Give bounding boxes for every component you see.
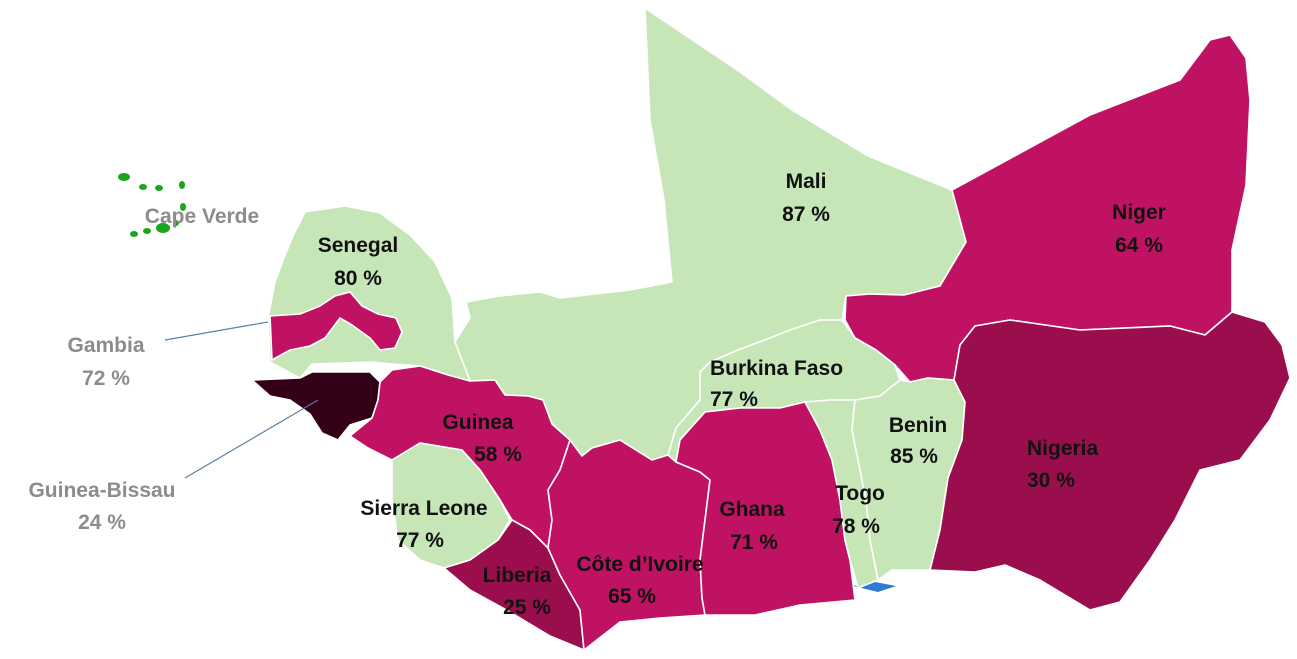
niger-value-label: 64 %	[1115, 234, 1163, 257]
ghana-value-label: 71 %	[730, 531, 778, 554]
guinea-bissau-leader-line	[184, 399, 319, 479]
sierra-leone-name-label: Sierra Leone	[360, 497, 487, 520]
guinea-name-label: Guinea	[442, 411, 514, 434]
benin-name-label: Benin	[889, 414, 947, 437]
island	[179, 181, 185, 189]
cape-verde-name-label: Cape Verde	[145, 205, 259, 228]
island	[156, 223, 170, 233]
sierra-leone-value-label: 77 %	[396, 529, 444, 552]
island	[118, 173, 130, 181]
island	[180, 203, 186, 211]
liberia-name-label: Liberia	[483, 564, 552, 587]
senegal-name-label: Senegal	[318, 234, 399, 257]
cote-divoire-value-label: 65 %	[608, 585, 656, 608]
gambia-value-label: 72 %	[82, 367, 130, 390]
gambia-leader-line	[164, 321, 269, 341]
country-senegal[interactable]	[267, 205, 471, 382]
island	[155, 185, 163, 191]
niger-name-label: Niger	[1112, 201, 1166, 224]
country-nigeria[interactable]	[929, 311, 1291, 611]
gambia-name-label: Gambia	[67, 334, 144, 357]
nigeria-name-label: Nigeria	[1027, 437, 1099, 460]
island	[130, 231, 138, 237]
senegal-value-label: 80 %	[334, 267, 382, 290]
benin-value-label: 85 %	[890, 445, 938, 468]
country-guinea-bissau[interactable]	[251, 371, 381, 441]
island	[173, 220, 179, 226]
ghana-name-label: Ghana	[719, 498, 785, 521]
burkina-faso-name-label: Burkina Faso	[710, 357, 843, 380]
island	[143, 228, 151, 234]
togo-name-label: Togo	[835, 482, 885, 505]
guinea-bissau-value-label: 24 %	[78, 511, 126, 534]
mali-name-label: Mali	[786, 170, 827, 193]
togo-value-label: 78 %	[832, 515, 880, 538]
guinea-value-label: 58 %	[474, 443, 522, 466]
nigeria-value-label: 30 %	[1027, 469, 1075, 492]
mali-value-label: 87 %	[782, 203, 830, 226]
country-gambia[interactable]	[269, 291, 403, 361]
burkina-faso-value-label: 77 %	[710, 388, 758, 411]
island	[139, 184, 147, 190]
liberia-value-label: 25 %	[503, 596, 551, 619]
guinea-bissau-name-label: Guinea-Bissau	[28, 479, 175, 502]
cote-divoire-name-label: Côte d’Ivoire	[576, 553, 703, 576]
cape-verde-islands[interactable]	[118, 173, 186, 237]
